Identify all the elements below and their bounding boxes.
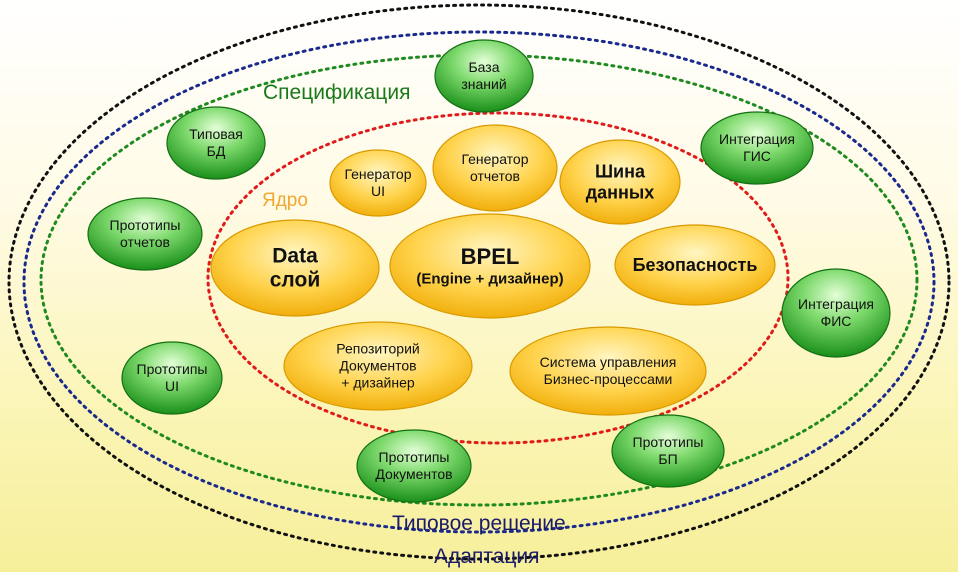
gis-integration-ellipse xyxy=(700,111,814,185)
data-bus-label-line-2: данных xyxy=(586,182,655,202)
typical-solution-label: Типовое решение xyxy=(392,512,566,535)
security-label-line-1: Безопасность xyxy=(633,255,758,275)
specification-label: Спецификация xyxy=(263,81,410,104)
doc-repository-ellipse xyxy=(283,321,473,411)
report-prototypes-ellipse xyxy=(87,197,203,271)
typical-db-ellipse xyxy=(166,106,266,180)
security-node: Безопасность xyxy=(614,224,776,306)
data-bus-ellipse xyxy=(559,139,681,225)
typical-db-label-line-1: Типовая xyxy=(189,126,243,142)
bpel-ellipse xyxy=(389,213,591,319)
fis-integration-label-line-1: Интеграция xyxy=(798,296,874,312)
bpel-label-line-2: (Engine + дизайнер) xyxy=(416,270,563,287)
security-ellipse xyxy=(614,224,776,306)
bpel-node: BPEL(Engine + дизайнер) xyxy=(389,213,591,319)
core-ring xyxy=(206,111,790,445)
gis-integration-label-line-1: Интеграция xyxy=(719,131,795,147)
knowledge-base-label-line-2: знаний xyxy=(461,76,506,92)
doc-repository-label-line-2: Документов xyxy=(339,357,416,373)
doc-prototypes-label-line-2: Документов xyxy=(375,466,452,482)
knowledge-base-ellipse xyxy=(434,39,534,113)
bp-prototypes-label-line-2: БП xyxy=(658,451,677,467)
data-layer-ellipse xyxy=(210,219,380,317)
report-prototypes-label-line-1: Прототипы xyxy=(110,217,181,233)
bp-prototypes-label-line-1: Прототипы xyxy=(633,434,704,450)
data-bus-label-line-1: Шина xyxy=(595,161,646,181)
adaptation-label: Адаптация xyxy=(434,545,540,568)
data-layer-label-line-1: Data xyxy=(272,245,318,268)
bp-prototypes-ellipse xyxy=(611,414,725,488)
bpm-system-label-line-2: Бизнес-процессами xyxy=(544,371,673,387)
fis-integration-ellipse xyxy=(781,268,891,358)
typical-solution-ring xyxy=(22,30,936,534)
bpel-label-line-1: BPEL xyxy=(461,244,520,269)
generator-reports-label-line-1: Генератор xyxy=(461,151,528,167)
doc-prototypes-ellipse xyxy=(356,429,472,503)
core-label: Ядро xyxy=(262,190,308,211)
generator-reports-label-line-2: отчетов xyxy=(470,168,520,184)
doc-repository-label-line-1: Репозиторий xyxy=(336,340,419,356)
fis-integration-label-line-2: ФИС xyxy=(821,313,852,329)
gis-integration-label-line-2: ГИС xyxy=(743,148,771,164)
ui-prototypes-label-line-2: UI xyxy=(165,378,179,394)
doc-repository-label-line-3: + дизайнер xyxy=(341,374,415,390)
generator-reports-ellipse xyxy=(432,124,558,212)
ui-prototypes-ellipse xyxy=(121,341,223,415)
report-prototypes-label-line-2: отчетов xyxy=(120,234,170,250)
bpm-system-ellipse xyxy=(509,326,707,416)
generator-ui-label-line-1: Генератор xyxy=(344,166,411,182)
generator-ui-ellipse xyxy=(329,149,427,217)
ui-prototypes-label-line-1: Прототипы xyxy=(137,361,208,377)
knowledge-base-label-line-1: База xyxy=(468,59,499,75)
doc-prototypes-label-line-1: Прототипы xyxy=(379,449,450,465)
adaptation-ring xyxy=(7,3,951,561)
data-layer-label-line-2: слой xyxy=(270,269,320,292)
typical-db-label-line-2: БД xyxy=(207,143,226,159)
bpm-system-label-line-1: Система управления xyxy=(540,354,677,370)
generator-ui-label-line-2: UI xyxy=(371,183,385,199)
